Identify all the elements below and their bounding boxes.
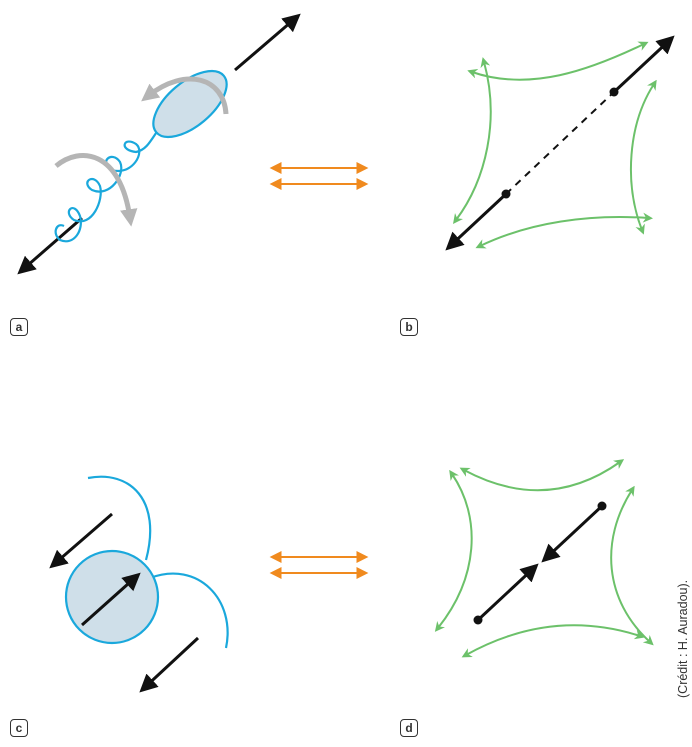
panel-d-flow-top <box>459 459 625 492</box>
panel-label-d: d <box>400 719 418 737</box>
equivalence-arrows-top <box>269 162 369 190</box>
panel-b-dot-lower <box>501 189 511 199</box>
panel-b-upper-arrow <box>612 35 675 94</box>
panel-d-flow-right <box>610 485 654 646</box>
panel-label-a: a <box>10 318 28 336</box>
panel-label-b: b <box>400 318 418 336</box>
panel-b-dashed-axis <box>505 91 615 195</box>
panel-label-c: c <box>10 719 28 737</box>
panel-a-disk <box>152 69 228 139</box>
panel-a-helix <box>54 129 159 243</box>
panel-a-lower-arrow <box>17 216 83 275</box>
panel-c-lower-right-arrow <box>139 636 200 693</box>
panel-a-upper-arrow <box>234 13 301 72</box>
panel-c-upper-left-arrow <box>49 512 113 569</box>
panel-d-arrow-from-lower <box>476 563 539 622</box>
panel-b-flow-top <box>467 41 649 81</box>
panel-b-lower-arrow <box>445 192 508 251</box>
panel-c-drawing <box>49 475 229 693</box>
panel-d-flow-left <box>434 469 473 632</box>
panel-c-curve-lower <box>149 572 229 649</box>
panel-d-arrow-from-upper <box>541 504 604 563</box>
equivalence-arrows-bottom <box>269 551 369 579</box>
panel-b-flow-bottom <box>475 212 653 249</box>
panel-a-drawing <box>17 13 301 275</box>
panel-c-disk-arrow <box>81 572 141 627</box>
panel-a-rotation-arrow-lower <box>54 152 138 227</box>
panel-b-dot-upper <box>609 87 619 97</box>
panel-b-flow-right <box>629 79 657 235</box>
panel-c-curve-upper <box>87 475 152 561</box>
panel-d-flow-bottom <box>461 624 645 658</box>
panel-d-dot-upper <box>597 501 607 511</box>
panel-b-drawing <box>445 35 675 251</box>
image-credit: (Crédit : H. Auradou). <box>676 579 690 698</box>
panel-a-rotation-arrow-upper <box>141 76 229 115</box>
panel-d-dot-lower <box>473 615 483 625</box>
panel-b-flow-left <box>453 57 492 225</box>
panel-d-drawing <box>434 459 654 658</box>
